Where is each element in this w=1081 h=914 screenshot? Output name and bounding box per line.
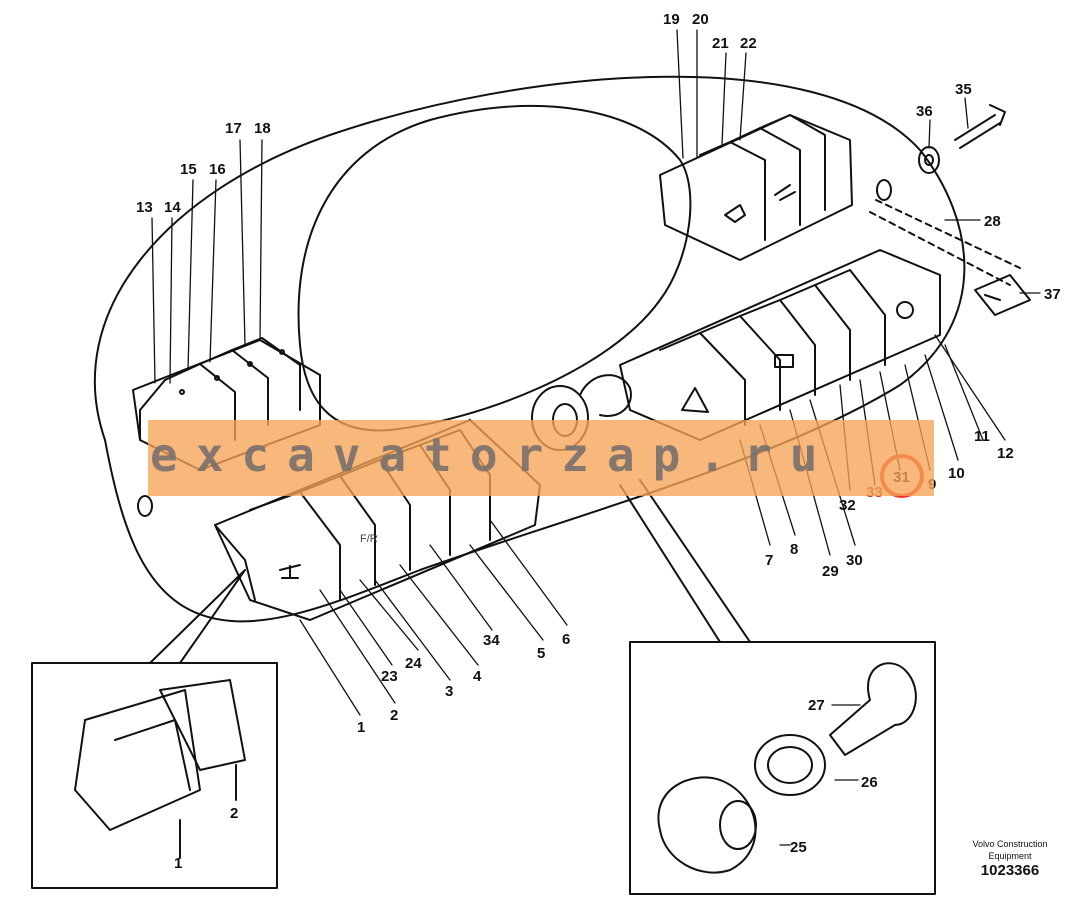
callout-5: 5 bbox=[537, 645, 545, 662]
park-brake-symbol bbox=[896, 301, 914, 319]
callout-1: 1 bbox=[357, 719, 365, 736]
callout-23: 23 bbox=[381, 668, 398, 685]
horn-symbol bbox=[279, 564, 301, 579]
switch-block-upper-right bbox=[659, 114, 853, 261]
callout-30: 30 bbox=[846, 552, 863, 569]
callout-11: 11 bbox=[974, 428, 990, 445]
lamp-symbol bbox=[774, 184, 796, 201]
callout-29: 29 bbox=[822, 563, 839, 580]
lock-barrel bbox=[657, 776, 757, 874]
hidden-line-28 bbox=[869, 199, 1021, 286]
callout-7: 7 bbox=[765, 552, 773, 569]
callout-15: 15 bbox=[180, 161, 197, 178]
callout-21: 21 bbox=[712, 35, 729, 52]
inset-ignition-detail bbox=[619, 479, 936, 895]
callout-20: 20 bbox=[692, 11, 709, 28]
callout-37: 37 bbox=[1044, 286, 1061, 303]
callout-17: 17 bbox=[225, 120, 242, 137]
callout-14: 14 bbox=[164, 199, 181, 216]
key bbox=[829, 662, 917, 756]
manufacturer-label: Volvo Construction Equipment bbox=[972, 839, 1048, 861]
callout-inset-2: 2 bbox=[230, 805, 238, 822]
panel-hole-right bbox=[876, 179, 892, 201]
callout-13: 13 bbox=[136, 199, 153, 216]
watermark-band bbox=[148, 420, 934, 496]
seat-heat-symbol bbox=[724, 204, 746, 223]
fastener-group bbox=[869, 104, 1031, 316]
clip-37 bbox=[974, 274, 1031, 316]
dashboard-panel bbox=[93, 75, 966, 623]
callout-4: 4 bbox=[473, 668, 482, 685]
diagram-id: 1023366 bbox=[980, 862, 1040, 879]
inset-switch-detail bbox=[31, 569, 278, 889]
callout-24: 24 bbox=[405, 655, 422, 672]
callout-27: 27 bbox=[808, 697, 825, 714]
washer bbox=[918, 146, 940, 174]
bezel-ring bbox=[754, 734, 826, 796]
callout-3: 3 bbox=[445, 683, 453, 700]
screw bbox=[954, 104, 1006, 149]
callout-26: 26 bbox=[861, 774, 878, 791]
callout-28: 28 bbox=[984, 213, 1001, 230]
callout-12: 12 bbox=[997, 445, 1014, 462]
callout-35: 35 bbox=[955, 81, 972, 98]
callout-36: 36 bbox=[916, 103, 933, 120]
watermark-text: excavatorzap.ru bbox=[150, 428, 836, 482]
callout-16: 16 bbox=[209, 161, 226, 178]
fr-switch-symbol: F/R bbox=[360, 533, 378, 545]
callout-2: 2 bbox=[390, 707, 398, 724]
panel-hole-left bbox=[137, 495, 153, 517]
callout-10: 10 bbox=[948, 465, 965, 482]
callout-22: 22 bbox=[740, 35, 757, 52]
callout-25: 25 bbox=[790, 839, 807, 856]
switch-strip-right bbox=[619, 249, 941, 441]
hazard-triangle-symbol bbox=[681, 387, 709, 413]
callout-32: 32 bbox=[839, 497, 856, 514]
callout-8: 8 bbox=[790, 541, 798, 558]
callout-19: 19 bbox=[663, 11, 680, 28]
instrument-opening bbox=[297, 104, 692, 432]
callout-inset-1: 1 bbox=[174, 855, 182, 872]
callout-6: 6 bbox=[562, 631, 570, 648]
callout-34: 34 bbox=[483, 632, 500, 649]
callout-18: 18 bbox=[254, 120, 271, 137]
